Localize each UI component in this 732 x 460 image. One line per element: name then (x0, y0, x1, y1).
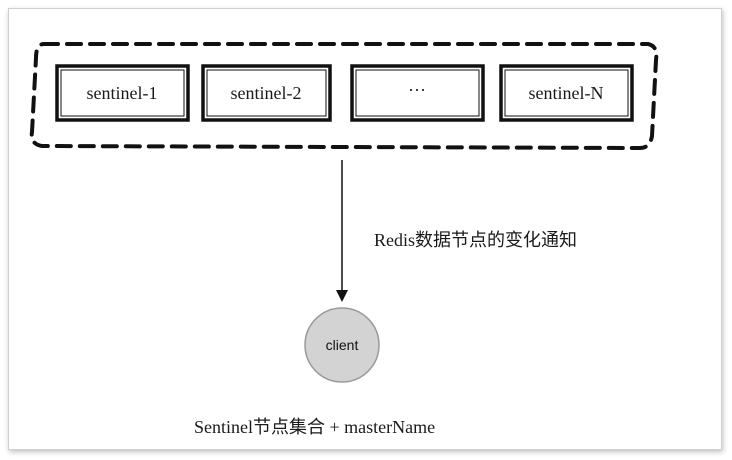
sentinel-node-box-n (499, 64, 634, 122)
sentinel-node-label-1: sentinel-1 (86, 83, 158, 103)
client-label: client (325, 337, 359, 353)
diagram-caption: Sentinel节点集合 + masterName (194, 417, 436, 437)
sentinel-node-box-ellipsis (350, 64, 485, 122)
notification-arrowhead (336, 290, 348, 302)
figure-frame (8, 8, 722, 450)
sentinel-group-boundary (29, 42, 659, 151)
sentinel-node-box-2 (201, 64, 332, 122)
sentinel-node-label-ellipsis: ··· (408, 80, 426, 100)
sentinel-node-box-1 (55, 64, 190, 122)
notification-label: Redis数据节点的变化通知 (374, 230, 578, 250)
sentinel-node-label-n: sentinel-N (528, 83, 604, 103)
client-node (304, 307, 380, 383)
sentinel-node-label-2: sentinel-2 (230, 83, 302, 103)
